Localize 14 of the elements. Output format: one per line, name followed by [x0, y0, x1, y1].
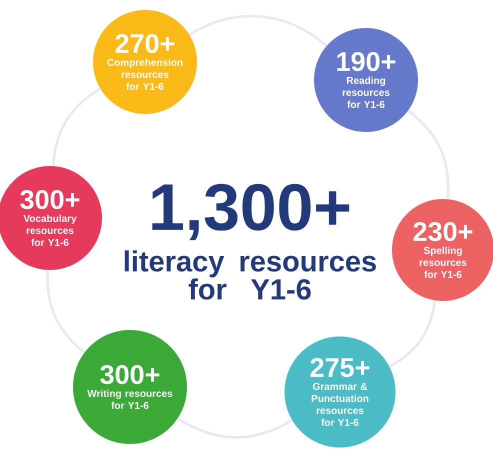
- ring-arc: [407, 110, 450, 200]
- stat-blob: 275+ Grammar & Punctuation resources for Y1-6: [284, 336, 396, 448]
- stat-blob: 300+ Writing resources for Y1-6: [73, 330, 187, 444]
- headline-text: literacy resources for Y1-6: [124, 250, 376, 300]
- stat-blob: 300+ Vocabulary resources for Y1-6: [0, 166, 102, 270]
- ring-arc: [188, 14, 328, 47]
- headline-number: 1,300+: [152, 184, 350, 240]
- ring-arc: [52, 88, 101, 166]
- stat-blob: 270+ Comprehension resources for Y1-6: [93, 10, 197, 114]
- stat-blob: 190+ Reading resources for Y1-6: [314, 28, 418, 132]
- ring-arc: [177, 417, 293, 438]
- ring-arc: [46, 270, 86, 354]
- ring-arc: [388, 300, 436, 368]
- stat-blob: 230+ Spelling resources for Y1-6: [392, 199, 493, 301]
